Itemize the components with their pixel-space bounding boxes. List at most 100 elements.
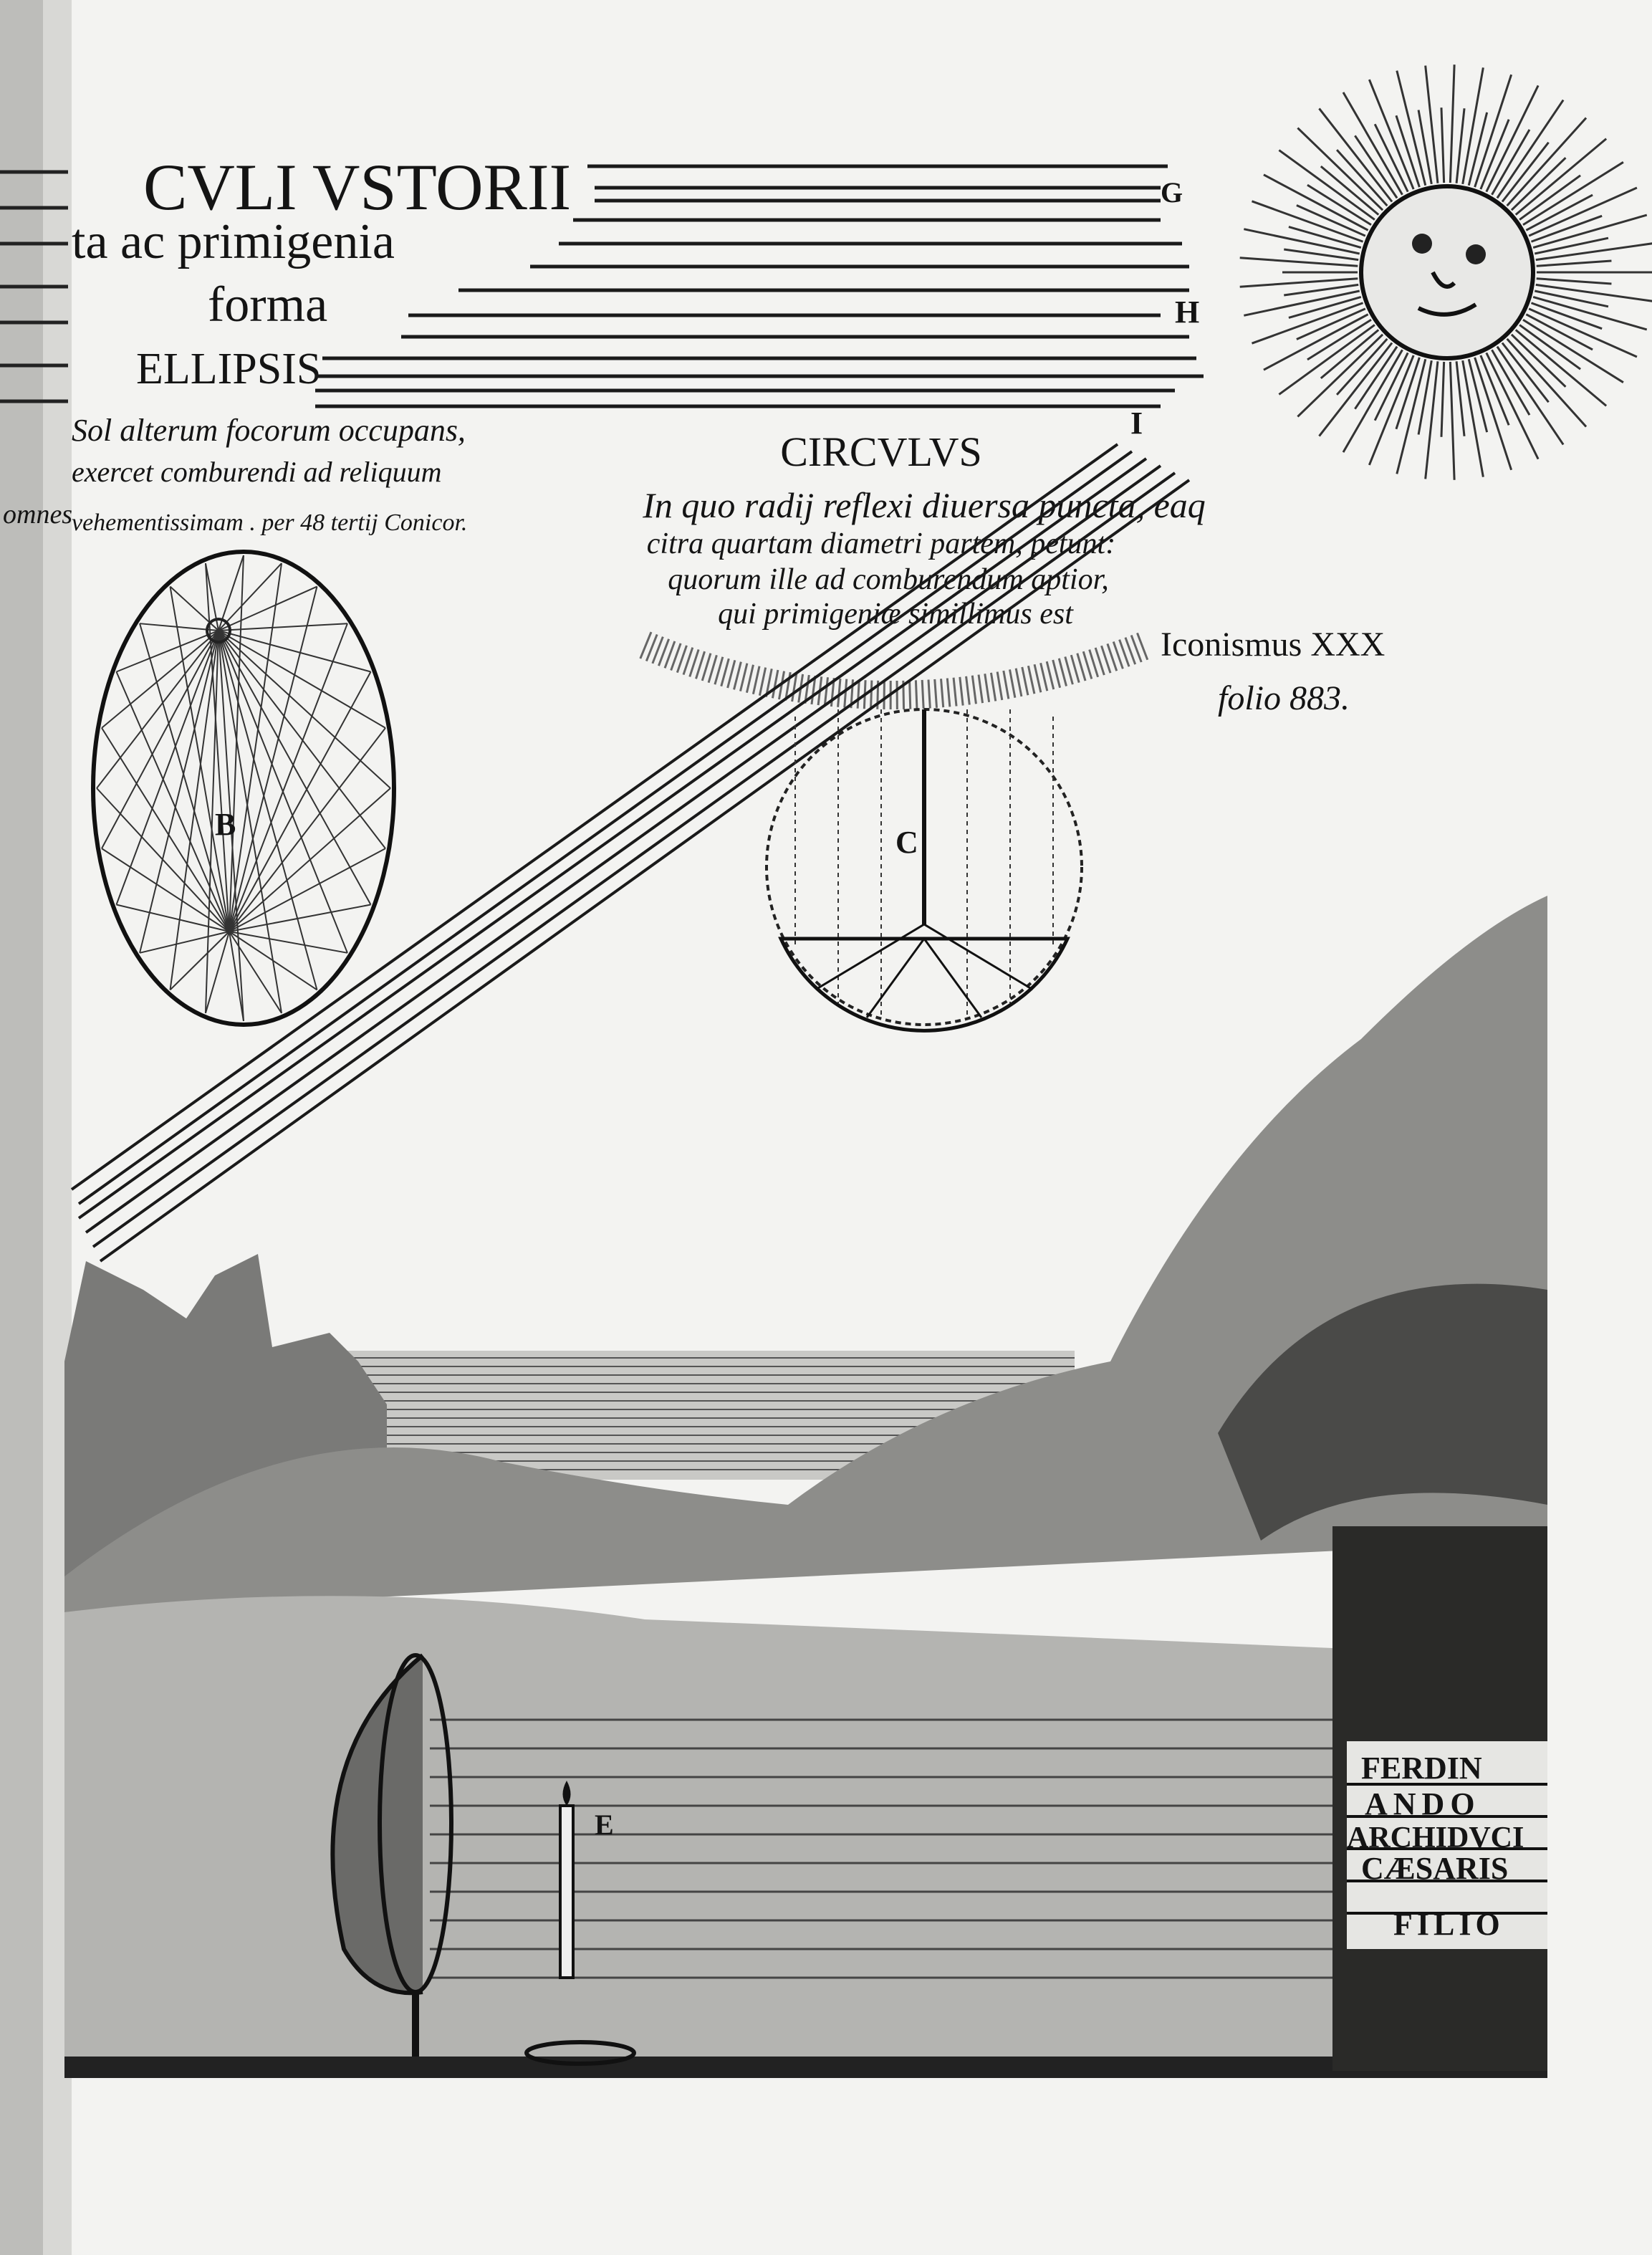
hatch-line bbox=[218, 555, 244, 631]
hatch-line bbox=[1479, 119, 1510, 190]
hatch-line bbox=[1263, 173, 1369, 231]
hatch-line bbox=[1491, 129, 1531, 196]
hatch-line bbox=[1519, 174, 1581, 221]
hatch-line bbox=[229, 586, 318, 932]
hatch-line bbox=[1244, 228, 1360, 255]
hatch-line bbox=[218, 623, 348, 631]
hatch-line bbox=[229, 671, 372, 932]
hatch-line bbox=[139, 623, 219, 631]
hatch-line bbox=[1467, 112, 1489, 186]
hatch-line bbox=[1288, 226, 1362, 249]
hatch-line bbox=[229, 623, 348, 932]
hatch-line bbox=[1461, 360, 1484, 477]
hatch-line bbox=[218, 630, 283, 1014]
hatch-line bbox=[1239, 277, 1358, 288]
diagonal-light-beam bbox=[70, 443, 1191, 1263]
hatch-line bbox=[101, 630, 219, 729]
hatch-line bbox=[1522, 161, 1624, 226]
hatch-line bbox=[116, 904, 230, 932]
hatch-line bbox=[1525, 313, 1593, 351]
hatch-line bbox=[1506, 337, 1588, 428]
hatch-line bbox=[1535, 283, 1652, 302]
hatch-line bbox=[1335, 149, 1388, 207]
hatch-line bbox=[1354, 135, 1398, 199]
circle-caption-2: citra quartam diametri partem, petunt: bbox=[647, 527, 1115, 560]
hatch-line bbox=[1534, 289, 1609, 308]
hatch-line bbox=[218, 562, 282, 631]
hatch-line bbox=[1530, 214, 1603, 243]
hatch-line bbox=[1535, 242, 1652, 262]
hatch-line bbox=[1514, 138, 1608, 216]
ellipse-caption-2: exercet comburendi ad reliquum bbox=[72, 456, 442, 488]
hatch-line bbox=[1278, 324, 1375, 396]
figure-label-e: E bbox=[595, 1809, 614, 1841]
hatch-line bbox=[1461, 67, 1484, 185]
iconismus-label: Iconismus XXX bbox=[1161, 626, 1385, 664]
ellipse-caption-3: vehementissimam . per 48 tertij Conicor. bbox=[72, 509, 467, 536]
parallel-sun-rays bbox=[315, 164, 1204, 408]
hatch-line bbox=[1318, 107, 1393, 203]
hatch-line bbox=[218, 630, 318, 990]
hatch-line bbox=[229, 904, 371, 932]
hatch-line bbox=[115, 671, 230, 932]
hatch-line bbox=[1342, 92, 1403, 196]
hatch-line bbox=[1354, 345, 1398, 410]
hatch-line bbox=[1373, 123, 1409, 193]
hatch-line bbox=[1474, 74, 1513, 188]
hatch-line bbox=[1525, 193, 1593, 231]
hatch-line bbox=[1342, 349, 1403, 453]
title-line-4: ELLIPSIS bbox=[136, 345, 321, 393]
hatch-line bbox=[1307, 318, 1372, 361]
hatch-line bbox=[218, 630, 386, 729]
left-page-lines bbox=[0, 170, 68, 403]
hatch-line bbox=[1440, 107, 1446, 183]
hatch-line bbox=[1296, 204, 1366, 237]
hatch-line bbox=[1320, 166, 1380, 216]
hatch-line bbox=[101, 727, 230, 932]
hatch-line bbox=[1522, 318, 1624, 383]
hatch-line bbox=[1536, 277, 1612, 285]
hatch-line bbox=[1532, 296, 1648, 331]
dedication-monument: FERDIN ANDO ARCHIDVCI CÆSARIS FILIO bbox=[1332, 1526, 1547, 2071]
hatch-line bbox=[229, 555, 244, 932]
hatch-line bbox=[1449, 361, 1456, 480]
ray-label-i: I bbox=[1130, 406, 1143, 441]
hatch-line bbox=[1514, 329, 1608, 407]
hatch-line bbox=[139, 623, 230, 932]
hatch-line bbox=[1530, 302, 1603, 330]
hatch-line bbox=[1501, 141, 1550, 203]
hatch-line bbox=[1440, 361, 1446, 437]
hatch-line bbox=[1455, 108, 1466, 183]
hatch-line bbox=[1284, 248, 1359, 262]
hatch-line bbox=[218, 585, 317, 631]
hatch-line bbox=[218, 630, 386, 849]
hatch-line bbox=[229, 931, 348, 954]
hatch-line bbox=[1396, 358, 1427, 474]
dedication-line-3: ARCHIDVCI bbox=[1347, 1821, 1524, 1854]
hatch-line bbox=[115, 630, 219, 905]
hatch-line bbox=[204, 931, 230, 1014]
dedication-line-4: CÆSARIS bbox=[1361, 1851, 1508, 1886]
hatch-line bbox=[1528, 307, 1638, 358]
hatch-line bbox=[139, 630, 219, 954]
circle-title: CIRCVLVS bbox=[780, 429, 982, 475]
hatch-line bbox=[1251, 200, 1364, 243]
hatch-line bbox=[1510, 157, 1567, 211]
hatch-line bbox=[1396, 70, 1427, 186]
figure-label-b: B bbox=[215, 807, 236, 842]
hatch-line bbox=[1485, 352, 1540, 460]
dedication-line-2: ANDO bbox=[1365, 1786, 1481, 1821]
hatch-line bbox=[1335, 337, 1388, 396]
figure-label-c: C bbox=[895, 825, 918, 860]
hatch-line bbox=[1506, 117, 1588, 207]
left-page-fragment: omnes bbox=[3, 499, 72, 530]
hatch-line bbox=[229, 848, 386, 932]
hatch-line bbox=[1510, 333, 1567, 388]
ellipse-mirror-diagram bbox=[91, 550, 396, 1027]
hatch-line bbox=[1297, 127, 1384, 211]
hatch-line bbox=[229, 931, 244, 1022]
hatch-line bbox=[139, 931, 230, 954]
hatch-line bbox=[1424, 65, 1439, 183]
hatch-line bbox=[1307, 183, 1372, 226]
